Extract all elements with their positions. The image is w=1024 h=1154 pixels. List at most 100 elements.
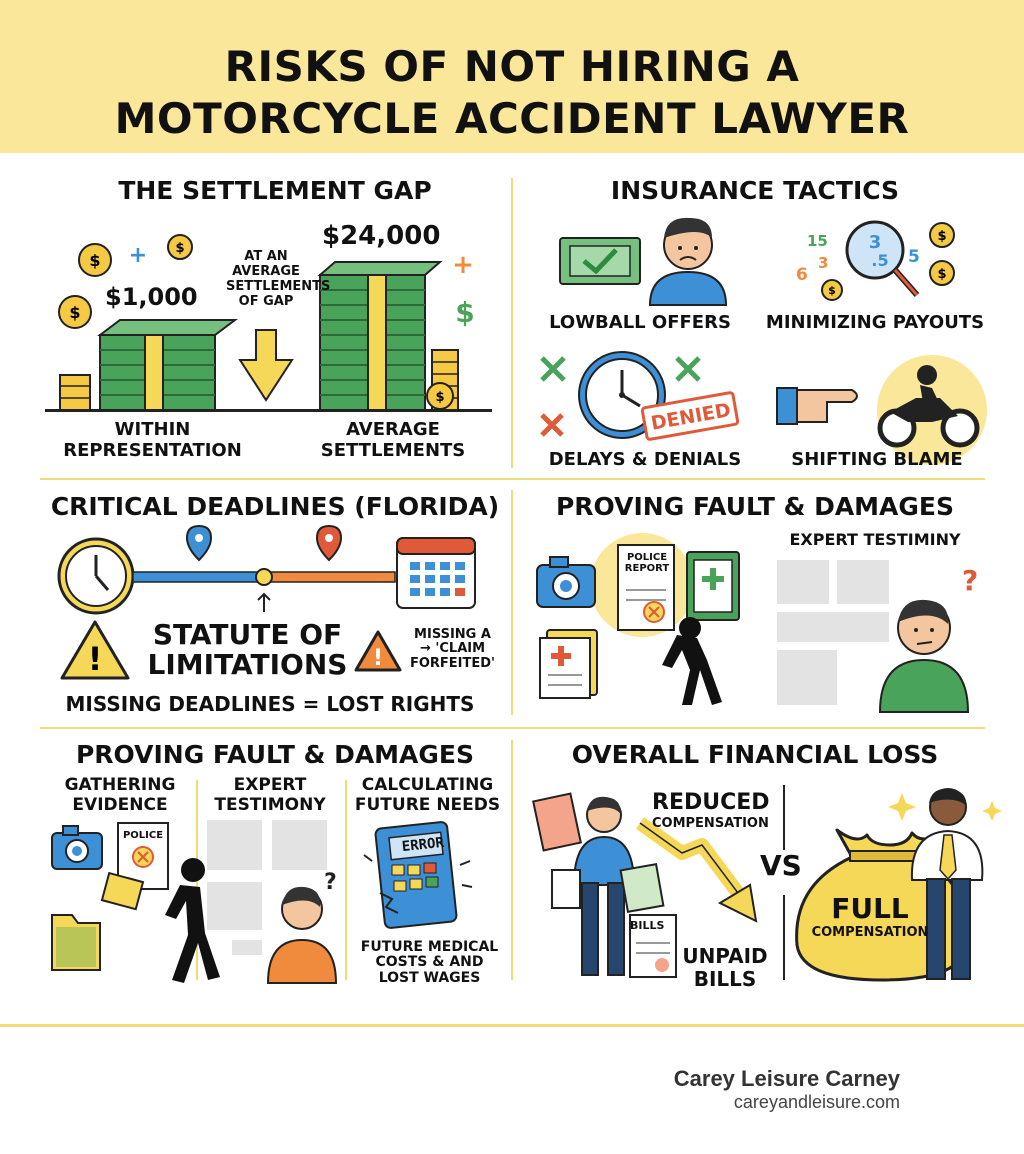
amount-small: $1,000 [105,283,198,311]
company-name: Carey Leisure Carney [673,1066,900,1091]
svg-text:+: + [129,243,147,268]
placeholder-box [777,560,829,604]
coin-icon: $ [78,243,112,277]
overall-loss-title: OVERALL FINANCIAL LOSS [571,740,939,769]
label-minimizing-payouts: MINIMIZING PAYOUTS [765,312,985,333]
svg-text:!: ! [88,640,103,678]
label-lowball-offers: LOWBALL OFFERS [549,312,731,333]
x-mark-icon [675,356,701,382]
magnifier-digit: 3 [869,232,882,253]
full-compensation-label: COMPENSATION [811,925,929,940]
bills-document-icon [629,914,677,978]
check-bill-icon [559,237,641,285]
full-label: FULL [831,892,909,925]
statute-of-limitations: STATUTE OF LIMITATIONS [147,618,348,682]
svg-text:3: 3 [818,254,828,272]
broken-calculator-icon [363,821,473,929]
insurance-tactics-title: INSURANCE TACTICS [610,176,900,205]
location-pin-icon [185,524,213,562]
coin-stack-icon [59,374,91,411]
divider-horizontal-1 [40,478,985,480]
timeline-bar-blue [132,571,266,583]
proving-fault-bottom-illustration: ? [51,820,473,984]
label-average-settlements: AVERAGE SETTLEMENTS [320,419,466,461]
timeline-bar-orange [264,571,396,583]
bills-tag: BILLS [630,919,665,932]
camera-icon [51,825,103,870]
location-pin-icon [315,524,343,562]
svg-text:$: $ [937,229,946,244]
document-icon [532,792,582,852]
magnifier-digit: .5 [871,251,888,270]
financial-loss-illustration [532,785,1002,982]
label-expert-testimony: EXPERT TESTIMONY [214,775,326,815]
businessman-icon [910,788,984,980]
label-shifting-blame: SHIFTING BLAME [791,449,963,470]
vs-label: VS [760,849,802,882]
placeholder-box [207,882,262,930]
svg-text:6: 6 [796,265,808,285]
future-costs-note: FUTURE MEDICAL COSTS & AND LOST WAGES [360,939,499,986]
label-delays-denials: DELAYS & DENIALS [548,449,742,470]
warning-icon: ! [354,630,402,672]
svg-text:$: $ [828,284,836,297]
motorcycle-icon [877,365,980,448]
footer-divider [0,1024,1024,1027]
timeline-midpoint [255,568,273,586]
police-report-text: POLICE REPORT [624,552,670,574]
label-gathering-evidence: GATHERING EVIDENCE [64,775,176,815]
police-document-icon [117,822,169,890]
coin-icon: $ [929,260,955,286]
medical-document-icon [539,629,598,699]
deadlines-title: CRITICAL DEADLINES (FLORIDA) [50,492,500,521]
placeholder-box [272,820,327,870]
company-url[interactable]: careyandleisure.com [733,1092,900,1112]
coin-icon: $ [58,295,92,329]
svg-text:$: $ [455,296,474,329]
divider-vertical-1 [511,178,513,468]
svg-text:$: $ [937,267,946,282]
document-icon [619,863,665,913]
label-within-representation: WITHIN REPRESENTATION [63,419,242,461]
medical-folder-icon [686,551,740,621]
coin-icon: $ [821,279,843,301]
falling-arrow-icon [635,817,758,923]
divider-horizontal-2 [40,727,985,729]
stressed-person-icon [551,796,636,976]
police-text: POLICE [122,830,164,841]
coin-stack-icon: $ [426,349,459,411]
money-stack-large-icon [317,261,443,411]
burdened-person-icon [662,617,722,705]
divider-vertical-2 [511,490,513,715]
svg-text:$: $ [69,303,80,322]
reduced-label: REDUCED [652,790,770,815]
warning-icon: ! [60,620,130,680]
column-divider [345,780,347,980]
deadline-timeline-illustration: ! ! [57,524,476,680]
folder-icon [51,914,101,971]
placeholder-box [777,612,889,642]
svg-text:$: $ [435,390,444,405]
thinking-person-icon: ? [266,870,338,984]
arrow-up-icon [257,592,271,612]
settlement-gap-title: THE SETTLEMENT GAP [118,176,432,205]
proving-fault-title-bottom: PROVING FAULT & DAMAGES [75,740,475,769]
svg-text:!: ! [373,646,383,671]
gap-note: AT AN AVERAGE SETTLEMENTS OF GAP [226,249,331,309]
reduced-compensation-label: COMPENSATION [652,816,769,831]
proving-fault-title-top: PROVING FAULT & DAMAGES [555,492,955,521]
divider-vertical-3 [511,740,513,980]
missing-claim-note: MISSING A → 'CLAIM FORFEITED' [409,627,496,671]
svg-text:15: 15 [807,232,828,250]
pointing-hand-icon [776,387,858,425]
x-mark-icon [540,356,566,382]
police-report-icon [617,544,675,631]
sad-person-icon [648,217,728,306]
proving-fault-top-illustration: ? [536,533,978,713]
header-banner [0,0,1024,153]
walking-person-icon [100,858,220,983]
arrow-down-icon [238,329,294,402]
camera-icon [536,556,596,608]
placeholder-box [232,940,262,955]
sparkle-icon [888,793,1002,821]
